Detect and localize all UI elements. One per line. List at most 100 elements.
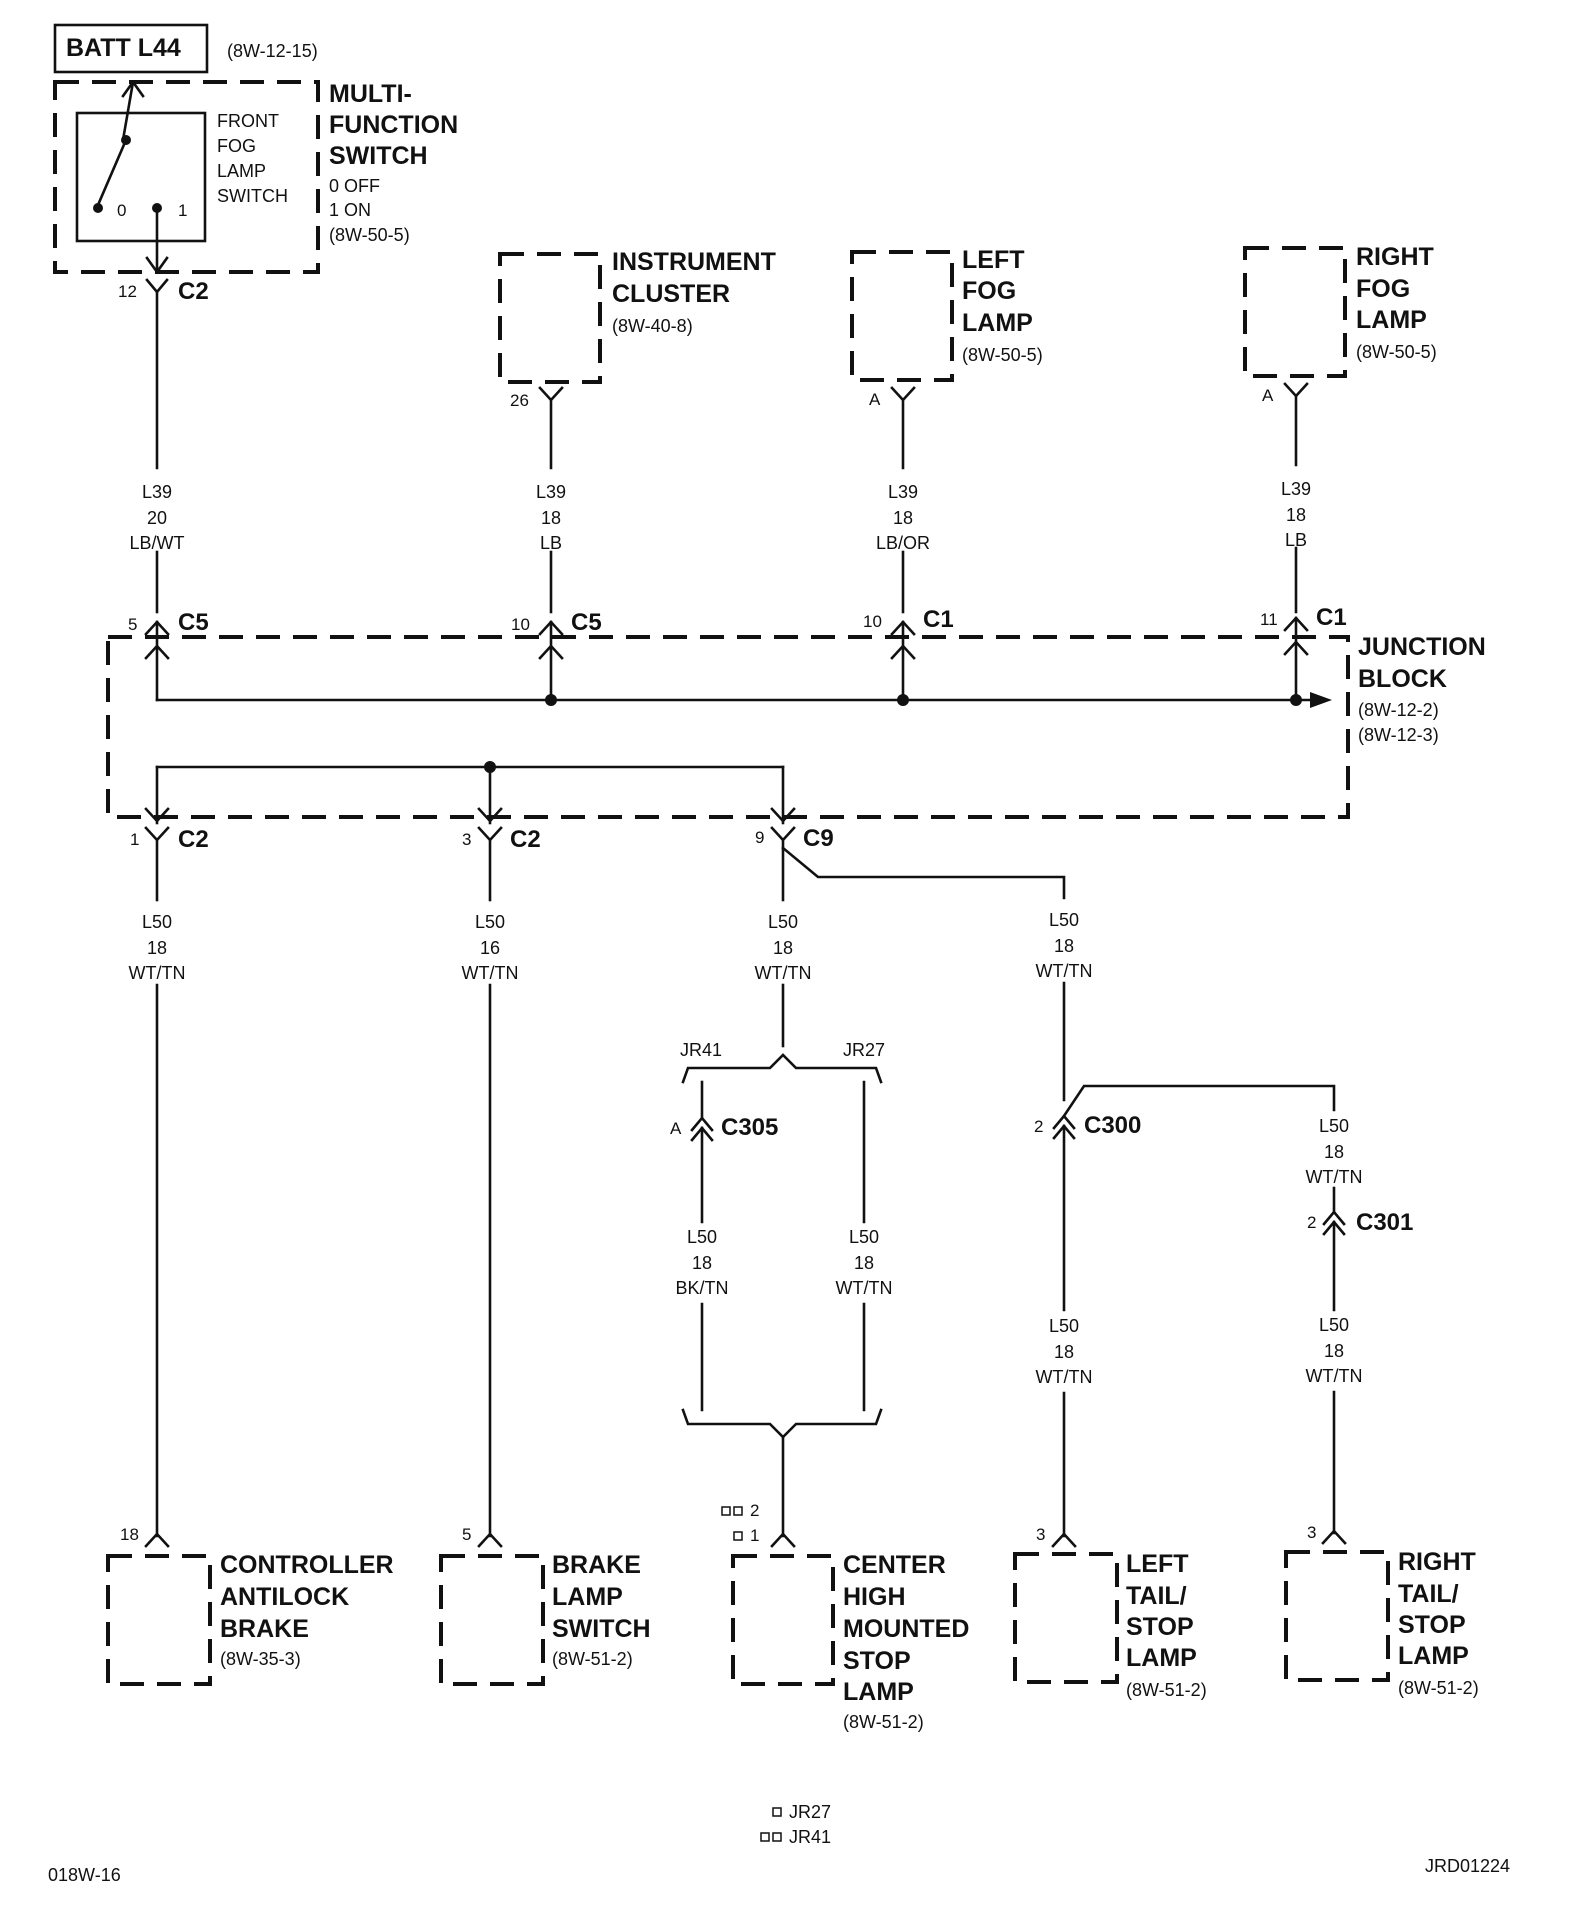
jb-top-connector-3-pin: 10 — [863, 612, 882, 631]
lts-box — [1013, 1552, 1119, 1684]
wire-label-lower-3-circuit: L50 — [768, 912, 798, 932]
mfs-title-3: SWITCH — [329, 142, 428, 170]
wire-label-branch-5-color: WT/TN — [1306, 1366, 1363, 1386]
jb-top-connector-1: 5 C5 — [128, 609, 209, 702]
component-chmsl: 2 1 CENTER HIGH MOUNTED STOP LAMP (8W-51… — [721, 1501, 969, 1732]
wire-label-upper-1-color: LB/WT — [129, 533, 184, 553]
chmsl-title-4: STOP — [843, 1647, 911, 1675]
lts-pin: 3 — [1036, 1525, 1045, 1544]
wire-label-lower-4: L50 18 WT/TN — [1036, 910, 1093, 981]
wire-label-upper-3-circuit: L39 — [888, 482, 918, 502]
mfs-output-arrow — [145, 256, 169, 275]
mfs-inner-box — [75, 111, 207, 243]
right-fog-box — [1243, 246, 1347, 378]
jb-bottom-connector-3-conn: C9 — [803, 825, 834, 852]
mfs-feed — [121, 80, 135, 142]
bls-pin: 5 — [462, 1525, 471, 1544]
bls-box — [439, 1554, 545, 1686]
wire-label-upper-1-circuit: L39 — [142, 482, 172, 502]
jb-bottom-connector-1-symbol — [144, 826, 170, 842]
mfs-inner-1: FRONT — [217, 111, 279, 131]
wire-label-lower-3: L50 18 WT/TN — [755, 912, 812, 983]
jb-top-connector-3: 10 C1 — [863, 606, 954, 702]
jb-top-connector-3-arrow — [890, 644, 916, 660]
wire-label-lower-4-color: WT/TN — [1036, 961, 1093, 981]
mfs-title-1: MULTI- — [329, 80, 412, 108]
chmsl-title-2: HIGH — [843, 1583, 906, 1611]
bls-title-2: LAMP — [552, 1583, 623, 1611]
jb-bottom-connector-2-symbol — [477, 826, 503, 842]
jb-bottom-connector-1: 1 C2 — [130, 826, 209, 853]
component-left-tail-stop-lamp: 3 LEFT TAIL/ STOP LAMP (8W-51-2) — [1013, 1525, 1207, 1700]
cab-title-1: CONTROLLER — [220, 1551, 394, 1579]
mfs-pin: 12 — [118, 282, 137, 301]
cab-connector-symbol — [144, 1532, 170, 1548]
component-controller-antilock-brake: 18 CONTROLLER ANTILOCK BRAKE (8W-35-3) — [106, 1525, 394, 1686]
chmsl-title-3: MOUNTED — [843, 1615, 969, 1643]
right-fog-pin: A — [1262, 386, 1274, 405]
jb-splice-1 — [545, 694, 557, 706]
rts-box — [1284, 1550, 1390, 1682]
wire-label-lower-1: L50 18 WT/TN — [129, 912, 186, 983]
mfs-inner-2: FOG — [217, 136, 256, 156]
jb-splice-2 — [897, 694, 909, 706]
jb-top-connector-4-pin: 11 — [1260, 610, 1278, 629]
mfs-state-on: 1 ON — [329, 200, 371, 220]
mfs-pivot — [121, 135, 131, 145]
right-fog-connector-symbol — [1283, 382, 1309, 398]
mfs-state-off: 0 OFF — [329, 176, 380, 196]
junction-block-box — [106, 635, 1350, 819]
wire-label-branch-5-circuit: L50 — [1319, 1315, 1349, 1335]
wire-label-upper-4-gauge: 18 — [1286, 505, 1306, 525]
chmsl-box — [731, 1554, 835, 1686]
c301-conn: C301 — [1356, 1209, 1413, 1236]
left-fog-title-3: LAMP — [962, 309, 1033, 337]
right-fog-title-3: LAMP — [1356, 306, 1427, 334]
rts-connector-symbol — [1321, 1529, 1347, 1545]
mfs-title-2: FUNCTION — [329, 111, 458, 139]
jb-top-connector-1-pin: 5 — [128, 615, 137, 634]
wire-label-branch-5: L50 18 WT/TN — [1306, 1315, 1363, 1386]
legend-double-label: JR41 — [789, 1827, 831, 1847]
cluster-ref: (8W-40-8) — [612, 316, 693, 336]
cluster-title-1: INSTRUMENT — [612, 248, 776, 276]
rts-title-2: TAIL/ — [1398, 1580, 1459, 1608]
cab-ref: (8W-35-3) — [220, 1649, 301, 1669]
left-fog-box — [850, 250, 954, 382]
wire-label-lower-1-gauge: 18 — [147, 938, 167, 958]
jb-bus-arrow — [1310, 692, 1332, 708]
cab-title-3: BRAKE — [220, 1615, 309, 1643]
bls-connector-symbol — [477, 1532, 503, 1548]
legend-double-square-a — [760, 1832, 770, 1842]
wire-label-upper-2-gauge: 18 — [541, 508, 561, 528]
chmsl-title-1: CENTER — [843, 1551, 946, 1579]
wire-label-branch-3-color: WT/TN — [1306, 1167, 1363, 1187]
wire-label-lower-1-color: WT/TN — [129, 963, 186, 983]
cab-pin: 18 — [120, 1525, 139, 1544]
wire-label-lower-2-gauge: 16 — [480, 938, 500, 958]
lts-ref: (8W-51-2) — [1126, 1680, 1207, 1700]
lts-connector-symbol — [1051, 1532, 1077, 1548]
rts-title-3: STOP — [1398, 1611, 1466, 1639]
wire-label-upper-1: L39 20 LB/WT — [129, 482, 184, 553]
right-fog-title-2: FOG — [1356, 275, 1410, 303]
jb-bottom-connector-1-pin: 1 — [130, 830, 139, 849]
wire-label-branch-2: L50 18 WT/TN — [836, 1227, 893, 1298]
wire-label-lower-2-circuit: L50 — [475, 912, 505, 932]
wire-label-upper-4: L39 18 LB — [1281, 479, 1311, 550]
variant-legend: JR27 JR41 — [760, 1802, 831, 1847]
junction-block-title-2: BLOCK — [1358, 665, 1447, 693]
chmsl-title-5: LAMP — [843, 1678, 914, 1706]
wire-l50-4a — [781, 846, 1066, 900]
bls-title-1: BRAKE — [552, 1551, 641, 1579]
c301-pin: 2 — [1307, 1213, 1316, 1232]
cluster-connector-symbol — [538, 386, 564, 402]
legend-single-square — [772, 1807, 782, 1817]
right-fog-ref: (8W-50-5) — [1356, 342, 1437, 362]
mfs-contact-0 — [93, 203, 103, 213]
lts-title-4: LAMP — [1126, 1644, 1197, 1672]
rts-title-4: LAMP — [1398, 1642, 1469, 1670]
left-fog-ref: (8W-50-5) — [962, 345, 1043, 365]
wire-label-branch-3: L50 18 WT/TN — [1306, 1116, 1363, 1187]
